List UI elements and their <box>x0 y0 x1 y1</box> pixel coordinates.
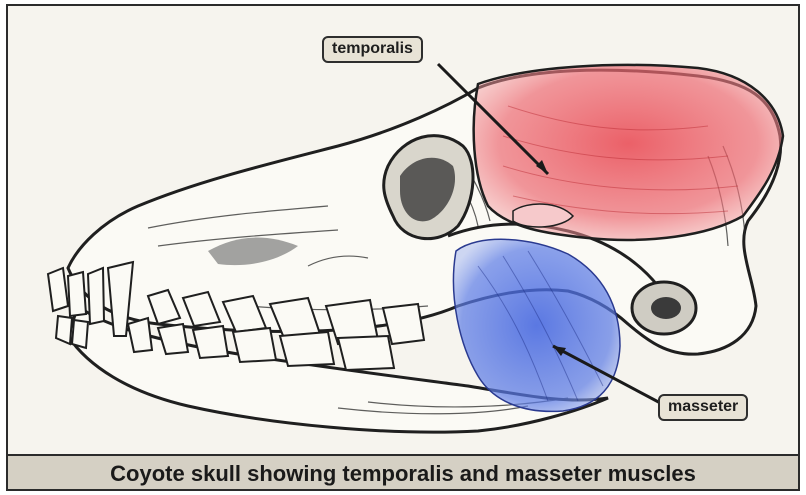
figure-caption: Coyote skull showing temporalis and mass… <box>110 461 696 487</box>
caption-bar: Coyote skull showing temporalis and mass… <box>8 454 798 491</box>
skull-illustration <box>8 6 798 452</box>
figure-frame: temporalis masseter Coyote skull showing… <box>6 4 800 491</box>
temporalis-label: temporalis <box>322 36 423 63</box>
masseter-label: masseter <box>658 394 748 421</box>
